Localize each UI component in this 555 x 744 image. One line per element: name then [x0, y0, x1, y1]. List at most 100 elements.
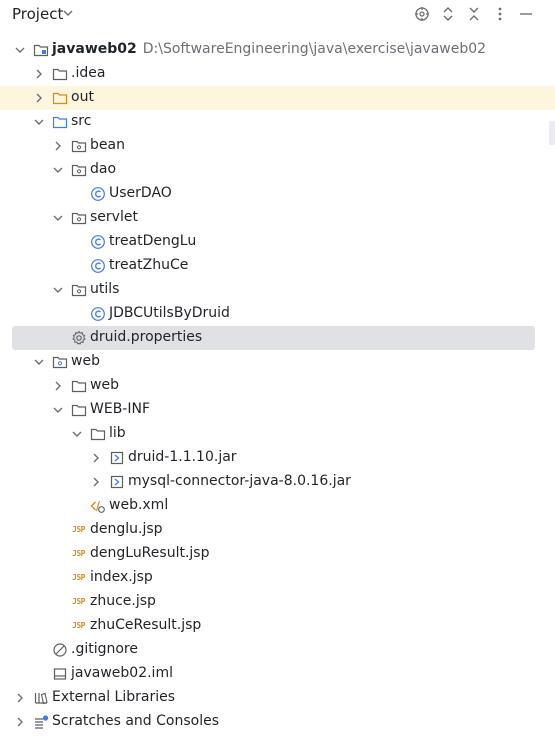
tree-label: treatDengLu — [109, 233, 197, 249]
tree-label: web.xml — [109, 497, 169, 513]
gear-icon — [72, 330, 86, 345]
tree-node-utils[interactable]: utils — [0, 278, 555, 302]
tree-label: External Libraries — [52, 689, 175, 705]
tree-node-idea[interactable]: .idea — [0, 62, 555, 86]
chevron-down-icon[interactable] — [53, 165, 63, 175]
tree-node-zhuce-jsp[interactable]: JSP zhuce.jsp — [0, 590, 555, 614]
tree-node-src[interactable]: src — [0, 110, 555, 134]
jar-icon — [110, 475, 124, 489]
tree-label: denglu.jsp — [90, 521, 163, 537]
tree-label: bean — [90, 137, 125, 153]
tree-node-bean[interactable]: bean — [0, 134, 555, 158]
chevron-down-icon[interactable] — [34, 357, 44, 367]
tree-node-druid-properties[interactable]: druid.properties — [0, 326, 555, 350]
chevron-down-icon[interactable] — [63, 9, 73, 17]
package-icon — [71, 212, 87, 225]
tree-node-web[interactable]: web — [0, 350, 555, 374]
tree-node-treatzhuce[interactable]: treatZhuCe — [0, 254, 555, 278]
project-tool-window-header: Project — [0, 0, 555, 30]
collapse-icon[interactable] — [466, 6, 482, 22]
tree-label: lib — [109, 425, 126, 441]
folder-icon — [71, 404, 87, 417]
tree-label: WEB-INF — [90, 401, 150, 417]
module-folder-icon — [33, 44, 49, 57]
tree-node-web-inf[interactable]: WEB-INF — [0, 398, 555, 422]
tree-label: mysql-connector-java-8.0.16.jar — [128, 473, 351, 489]
chevron-right-icon[interactable] — [91, 453, 101, 463]
chevron-down-icon[interactable] — [72, 429, 82, 439]
chevron-right-icon[interactable] — [91, 477, 101, 487]
tree-node-userdao[interactable]: UserDAO — [0, 182, 555, 206]
tree-node-gitignore[interactable]: .gitignore — [0, 638, 555, 662]
class-icon — [91, 259, 105, 273]
chevron-right-icon[interactable] — [34, 93, 44, 103]
tree-node-index-jsp[interactable]: JSP index.jsp — [0, 566, 555, 590]
folder-icon — [71, 380, 87, 393]
chevron-down-icon[interactable] — [34, 117, 44, 127]
scratches-icon — [35, 715, 49, 729]
tree-node-dao[interactable]: dao — [0, 158, 555, 182]
tree-label: utils — [90, 281, 120, 297]
tree-node-lib[interactable]: lib — [0, 422, 555, 446]
more-icon[interactable] — [492, 6, 508, 22]
tree-label: zhuce.jsp — [90, 593, 156, 609]
chevron-down-icon[interactable] — [53, 405, 63, 415]
minimize-icon[interactable] — [518, 6, 534, 22]
chevron-right-icon[interactable] — [15, 717, 25, 727]
tree-node-out[interactable]: out — [0, 86, 555, 110]
tree-label: JDBCUtilsByDruid — [109, 305, 230, 321]
chevron-down-icon[interactable] — [53, 285, 63, 295]
tree-node-jdbcutils[interactable]: JDBCUtilsByDruid — [0, 302, 555, 326]
jsp-file-icon: JSP — [72, 621, 85, 630]
tool-window-title[interactable]: Project — [12, 5, 64, 23]
excluded-folder-icon — [52, 92, 68, 105]
folder-icon — [90, 428, 106, 441]
chevron-right-icon[interactable] — [53, 141, 63, 151]
jar-icon — [110, 451, 124, 465]
tree-label: web — [90, 377, 119, 393]
chevron-right-icon[interactable] — [53, 381, 63, 391]
class-icon — [91, 235, 105, 249]
tree-label: treatZhuCe — [109, 257, 189, 273]
tree-node-web-xml[interactable]: web.xml — [0, 494, 555, 518]
folder-icon — [52, 68, 68, 81]
tree-label: dao — [90, 161, 117, 177]
tree-label: out — [71, 89, 94, 105]
tree-label: web — [71, 353, 100, 369]
tree-node-denglu-jsp[interactable]: JSP denglu.jsp — [0, 518, 555, 542]
tree-node-druid-jar[interactable]: druid-1.1.10.jar — [0, 446, 555, 470]
jsp-file-icon: JSP — [72, 573, 85, 582]
library-icon — [34, 692, 48, 705]
tree-node-zhuceresult-jsp[interactable]: JSP zhuCeResult.jsp — [0, 614, 555, 638]
tree-node-dengluresult-jsp[interactable]: JSP dengLuResult.jsp — [0, 542, 555, 566]
tree-label: druid-1.1.10.jar — [128, 449, 237, 465]
jsp-file-icon: JSP — [72, 597, 85, 606]
chevron-right-icon[interactable] — [34, 69, 44, 79]
tree-label: src — [71, 113, 92, 129]
tree-node-iml[interactable]: javaweb02.iml — [0, 662, 555, 686]
jsp-file-icon: JSP — [72, 525, 85, 534]
tree-node-external-libraries[interactable]: External Libraries — [0, 686, 555, 710]
class-icon — [91, 307, 105, 321]
tree-label: dengLuResult.jsp — [90, 545, 210, 561]
scroll-edge-marker — [549, 121, 555, 145]
chevron-down-icon[interactable] — [15, 45, 25, 55]
tree-node-treatdenglu[interactable]: treatDengLu — [0, 230, 555, 254]
tree-label: druid.properties — [90, 329, 203, 345]
target-icon[interactable] — [414, 6, 430, 22]
source-folder-icon — [52, 116, 68, 129]
tree-node-mysql-jar[interactable]: mysql-connector-java-8.0.16.jar — [0, 470, 555, 494]
tree-node-web-sub[interactable]: web — [0, 374, 555, 398]
class-icon — [91, 187, 105, 201]
tree-node-scratches[interactable]: Scratches and Consoles — [0, 710, 555, 734]
chevron-down-icon[interactable] — [53, 213, 63, 223]
tree-label: servlet — [90, 209, 138, 225]
tree-node-servlet[interactable]: servlet — [0, 206, 555, 230]
tree-label: .gitignore — [71, 641, 138, 657]
tree-label: zhuCeResult.jsp — [90, 617, 202, 633]
package-icon — [71, 284, 87, 297]
chevron-right-icon[interactable] — [15, 693, 25, 703]
tree-label: .idea — [71, 65, 106, 81]
expand-icon[interactable] — [440, 6, 456, 22]
